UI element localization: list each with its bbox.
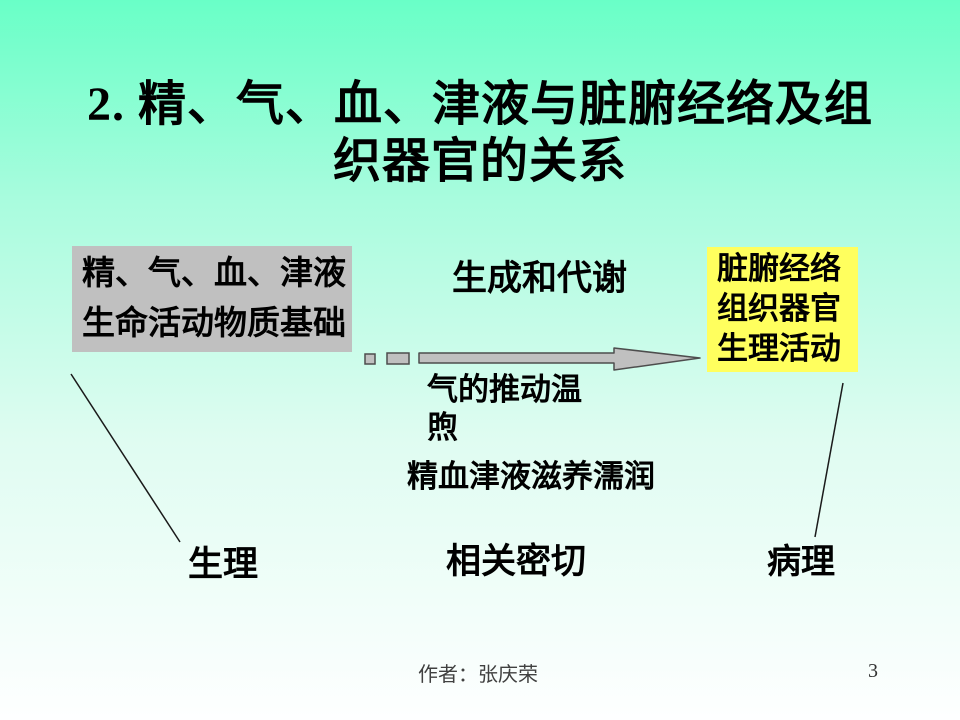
material-basis-line-1: 精、气、血、津液 [82, 256, 346, 292]
title-line-2: 织器官的关系 [332, 135, 627, 188]
qi-label-line-2: 煦 [427, 410, 458, 445]
label-qi-propulsion-warming: 气的推动温 煦 [427, 371, 627, 447]
connector-line-left [70, 373, 181, 543]
label-physiology: 生理 [188, 545, 259, 584]
label-close-relation: 相关密切 [446, 542, 587, 581]
material-basis-box: 精、气、血、津液 生命活动物质基础 [72, 246, 352, 352]
title-line-1: 2. 精、气、血、津液与脏腑经络及组 [86, 78, 873, 131]
material-basis-line-2: 生命活动物质基础 [82, 306, 346, 342]
arrow-dash-small [364, 353, 376, 365]
footer-author: 作者：张庆荣 [418, 664, 538, 686]
slide-title: 2. 精、气、血、津液与脏腑经络及组 织器官的关系 [0, 76, 960, 190]
right-arrow-icon [418, 347, 701, 371]
label-pathology: 病理 [767, 544, 835, 581]
zangfu-line-1: 脏腑经络 [717, 251, 841, 286]
label-generation-metabolism: 生成和代谢 [452, 259, 628, 298]
zangfu-activity-box: 脏腑经络 组织器官 生理活动 [707, 247, 858, 372]
connector-line-right [814, 382, 844, 538]
qi-label-line-1: 气的推动温 [427, 372, 582, 407]
page-number: 3 [868, 660, 878, 682]
zangfu-line-2: 组织器官 [717, 291, 841, 326]
arrow-dash-medium [386, 352, 410, 365]
label-essence-nourishing: 精血津液滋养濡润 [407, 459, 655, 494]
zangfu-line-3: 生理活动 [717, 331, 841, 366]
